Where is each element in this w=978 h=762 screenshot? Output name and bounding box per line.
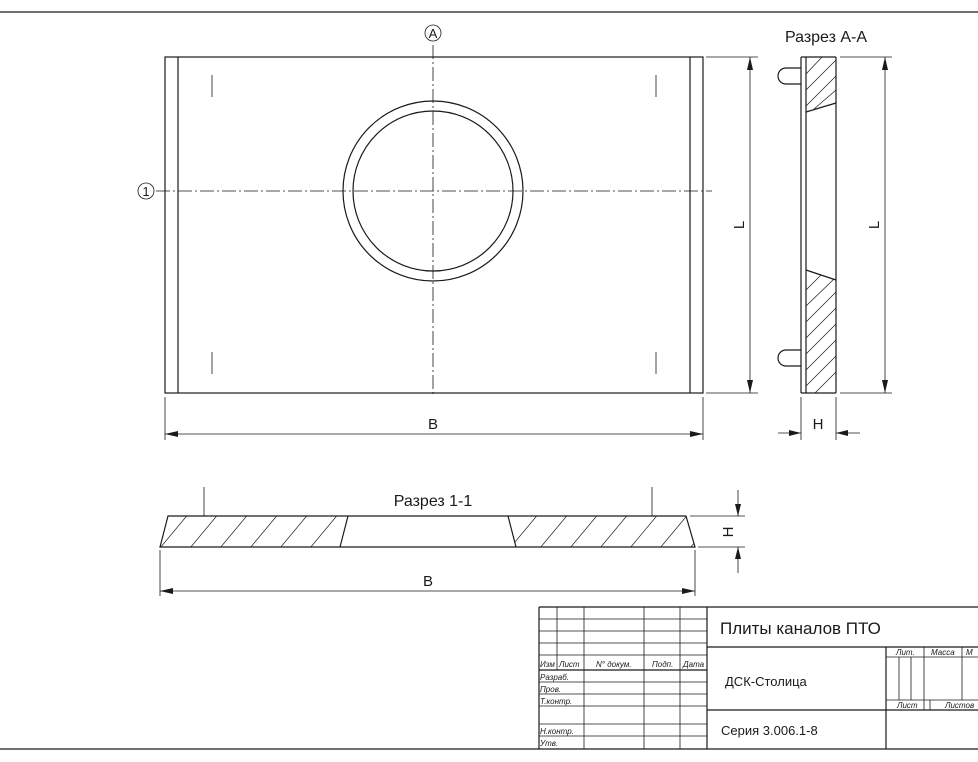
- dim-l-plan: L: [706, 56, 758, 394]
- lifting-loop-bottom: [777, 349, 801, 367]
- sheets-label: Листов: [944, 701, 974, 710]
- dim-b-bottom-label: B: [423, 573, 433, 590]
- series-name: Серия 3.006.1-8: [721, 723, 818, 738]
- axis-1-marker: 1: [137, 182, 155, 200]
- axis-1-label: 1: [142, 184, 149, 199]
- row-approved: Утв.: [539, 739, 558, 748]
- dim-h-section: H: [778, 397, 860, 440]
- axis-a-label: A: [429, 26, 438, 41]
- product-name: Плиты каналов ПТО: [720, 619, 881, 638]
- scale-label: М: [966, 648, 973, 657]
- section-aa: [777, 56, 837, 394]
- dim-b-top: B: [164, 397, 704, 440]
- dim-l-section-label: L: [866, 221, 883, 229]
- row-developed: Разраб.: [540, 673, 569, 682]
- dim-h-bottom-label: H: [720, 527, 737, 538]
- dim-h-bottom: H: [690, 490, 745, 573]
- title-block: Плиты каналов ПТО ДСК-Столица Серия 3.00…: [538, 606, 978, 749]
- section-11: [159, 487, 696, 548]
- row-norm-control: Н.контр.: [540, 727, 574, 736]
- dim-l-plan-label: L: [731, 221, 748, 229]
- dim-b-bottom: B: [159, 550, 696, 596]
- col-sign: Подп.: [652, 660, 673, 669]
- sheet-frame: [0, 11, 978, 750]
- dim-b-top-label: B: [428, 416, 438, 433]
- plan-view: [156, 45, 712, 395]
- sheet-label: Лист: [896, 701, 918, 710]
- row-checked: Пров.: [540, 685, 561, 694]
- row-tech-control: Т.контр.: [540, 697, 572, 706]
- section-aa-title: Разрез А-А: [785, 29, 867, 46]
- organization-name: ДСК-Столица: [725, 674, 808, 689]
- col-list: Лист: [558, 660, 580, 669]
- dim-l-section: L: [840, 56, 892, 394]
- mass-label: Масса: [931, 648, 955, 657]
- col-date: Дата: [682, 660, 705, 669]
- lifting-loop-top: [777, 67, 801, 85]
- col-doc-no: N° докум.: [596, 660, 632, 669]
- axis-a-marker: A: [424, 24, 442, 42]
- dim-h-section-label: H: [813, 416, 824, 433]
- section-11-title: Разрез 1-1: [394, 493, 473, 510]
- col-izm: Изм: [540, 660, 555, 669]
- lit-label: Лит.: [895, 648, 915, 657]
